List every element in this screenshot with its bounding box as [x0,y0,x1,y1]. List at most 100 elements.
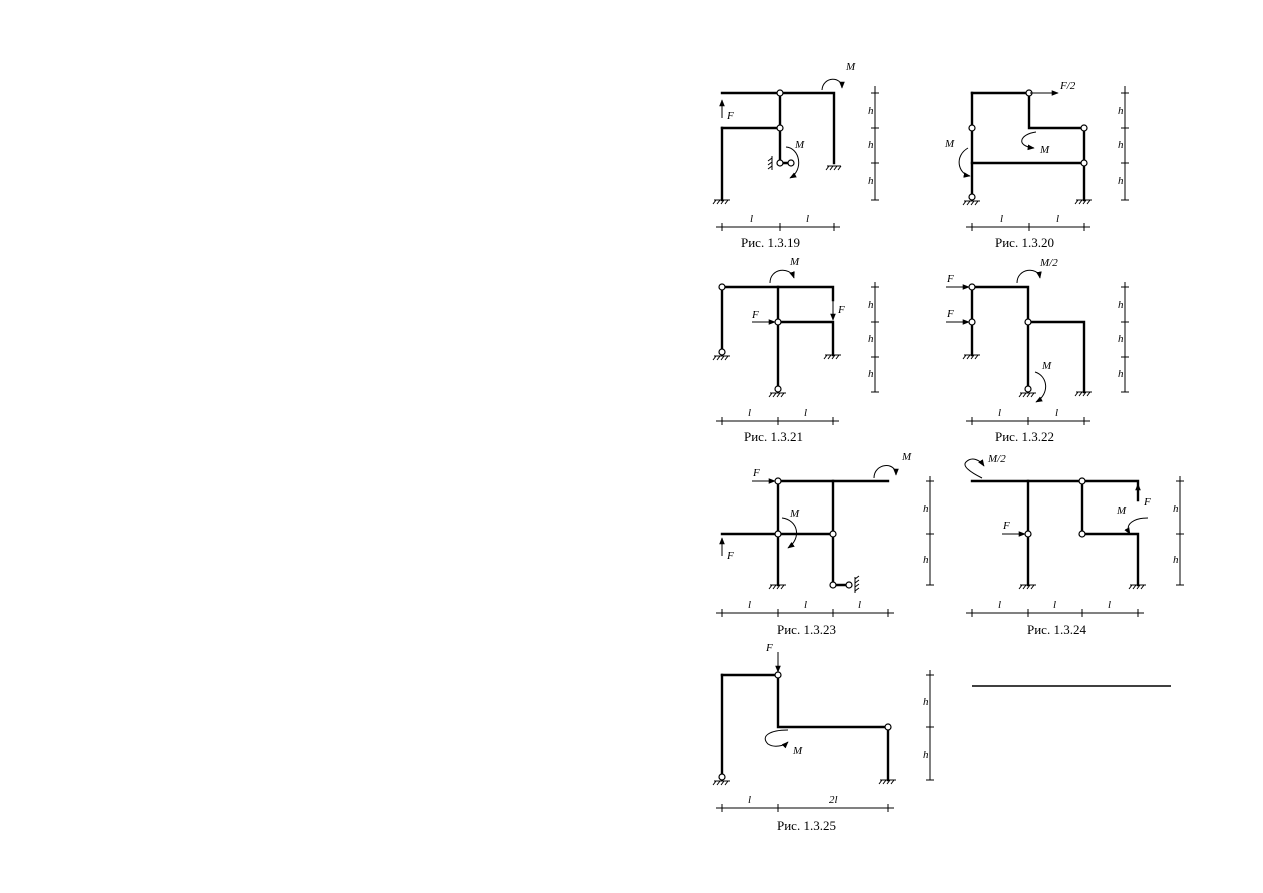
load-label: M/2 [1039,257,1058,269]
svg-text:h: h [1173,554,1179,566]
hinge [787,159,795,167]
svg-text:l: l [748,599,751,611]
hinge [776,89,784,97]
load-label: F [751,309,759,321]
fixed-support [878,779,896,785]
pin-support [825,165,842,171]
svg-text:l: l [1000,213,1003,225]
figure-caption: Рис. 1.3.20 [995,235,1054,250]
load-label: F/2 [1059,80,1076,92]
load-label: M [1116,505,1127,517]
svg-text:h: h [868,299,874,311]
svg-text:l: l [750,213,753,225]
load-label: M [845,61,856,73]
dimension-l: l l l [716,599,894,617]
dimension-h: h h h [868,86,879,201]
svg-text:l: l [998,407,1001,419]
load-label: F [726,110,734,122]
load-label: M/2 [987,453,1006,465]
svg-text:h: h [868,333,874,345]
dimension-l: l l [716,213,840,231]
dimension-h: h h [923,670,934,781]
svg-text:h: h [1173,503,1179,515]
load-label: M [1041,360,1052,372]
svg-text:h: h [1118,175,1124,187]
load-label: M [794,139,805,151]
svg-text:h: h [1118,333,1124,345]
svg-text:l: l [748,407,751,419]
svg-text:l: l [998,599,1001,611]
dimension-h: h h [1173,476,1184,586]
svg-text:h: h [923,503,929,515]
pin-support [962,200,980,206]
svg-text:h: h [868,139,874,151]
load-label: M [1039,144,1050,156]
svg-text:l: l [804,407,807,419]
dimension-l: l l [966,213,1090,231]
fixed-support [1018,584,1036,590]
load-label: F [1002,520,1010,532]
svg-text:h: h [923,749,929,761]
pin-support [712,780,730,786]
pin-support [854,575,860,593]
pin-support [1018,392,1036,398]
svg-text:l: l [748,794,751,806]
load-label: F [946,308,954,320]
figure-caption: Рис. 1.3.25 [777,818,836,833]
svg-text:h: h [1118,139,1124,151]
svg-text:l: l [858,599,861,611]
load-label: M [792,745,803,757]
svg-text:l: l [806,213,809,225]
fixed-support [962,354,980,360]
load-label: M [901,451,912,463]
hinge [776,124,784,132]
load-label: M [789,508,800,520]
dimension-h: h h [923,476,934,586]
load-label: M [944,138,955,150]
load-label: F [765,642,773,654]
dimension-h: h h h [1118,282,1129,393]
fixed-support [1074,199,1092,205]
dimension-l: l 2l [716,794,894,812]
figure-caption: Рис. 1.3.24 [1027,622,1086,637]
dimension-l: l l [716,407,839,425]
load-label: F [752,467,760,479]
svg-text:h: h [1118,368,1124,380]
svg-text:h: h [923,554,929,566]
fixed-support [768,584,786,590]
svg-text:l: l [804,599,807,611]
dimension-l: l l [966,407,1090,425]
load-label: F [1143,496,1151,508]
fixed-support [1074,391,1092,397]
figure-1-3-19: F M M h h h l l Рис. 1.3.19 [712,61,879,250]
figure-1-3-22: F M/2 F M h h h l l Рис. 1.3.22 [946,257,1129,444]
load-label: F [726,550,734,562]
fixed-support [1128,584,1146,590]
svg-text:l: l [1055,407,1058,419]
figure-caption: Рис. 1.3.23 [777,622,836,637]
svg-text:l: l [1108,599,1111,611]
svg-text:h: h [1118,105,1124,117]
fixed-support [712,199,730,205]
pin-support [767,156,773,170]
figure-caption: Рис. 1.3.22 [995,429,1054,444]
load-label: F [946,273,954,285]
figure-1-3-20: F/2 M M h h h l l Рис. 1.3.20 [944,80,1129,250]
load-label: M [789,256,800,268]
svg-text:2l: 2l [829,794,838,806]
svg-text:h: h [923,696,929,708]
load-label: F [837,304,845,316]
svg-text:l: l [1056,213,1059,225]
svg-text:h: h [868,175,874,187]
dimension-h: h h h [1118,86,1129,201]
figure-caption: Рис. 1.3.19 [741,235,800,250]
pin-support [712,355,730,361]
svg-text:h: h [868,368,874,380]
svg-text:h: h [1118,299,1124,311]
svg-text:h: h [868,105,874,117]
figure-1-3-25: F M h h l 2l Рис. 1.3.25 [712,642,934,833]
svg-text:l: l [1053,599,1056,611]
pin-support [768,392,786,398]
figure-caption: Рис. 1.3.21 [744,429,803,444]
